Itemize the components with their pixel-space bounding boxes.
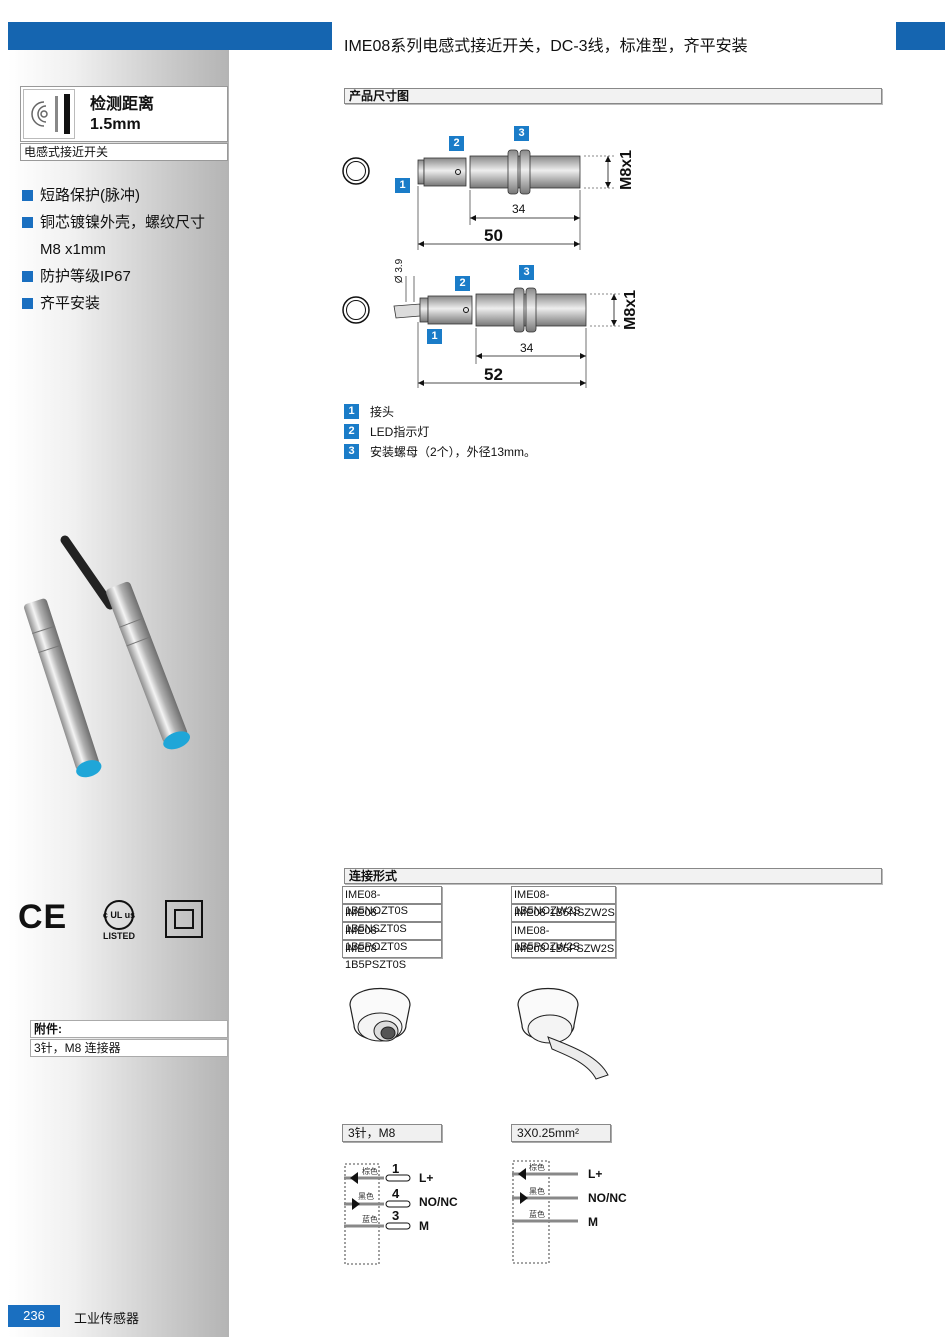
model-code: IME08-1B5NOZT0S [342, 886, 442, 917]
sidebar [8, 50, 229, 1337]
bullet-square-icon [22, 217, 33, 228]
bullet-square-icon [22, 298, 33, 309]
wire-color: 棕色 [529, 1163, 545, 1172]
m8-connector-illustration [349, 988, 411, 1042]
sensing-label: 检测距离 [90, 96, 155, 113]
inductive-sensor-icon [31, 94, 70, 134]
wire-color: 蓝色 [529, 1210, 545, 1219]
dim-34: 34 [520, 341, 534, 355]
model-code: IME08-1B5POZW2S [511, 922, 616, 953]
feature-item: 齐平安装 [22, 290, 205, 317]
page-number: 236 [8, 1305, 60, 1327]
footer-title: 工业传感器 [74, 1311, 140, 1326]
model-list-connector: IME08-1B5NOZT0S IME08-1B5NSZT0S IME08-1B… [342, 886, 442, 971]
ul-mark-text: c UL us [102, 910, 136, 920]
model-code: IME08-1B5PSZT0S [342, 940, 442, 971]
callout-1: 1 [395, 178, 410, 193]
front-view-icon [342, 296, 370, 324]
wiring-diagram-connector [344, 1163, 411, 1265]
feature-item: 防护等级IP67 [22, 263, 205, 290]
pin-number: 1 [392, 1161, 400, 1176]
dim-34: 34 [512, 202, 526, 216]
connection-header: 连接形式 [344, 868, 882, 884]
dimension-drawing-cable [393, 276, 620, 388]
bullet-square-icon [22, 190, 33, 201]
signal-label: NO/NC [419, 1195, 458, 1209]
thread-size: M8x1 [622, 289, 639, 330]
feature-item: 短路保护(脉冲) [22, 182, 205, 209]
front-view-icon [342, 157, 370, 185]
model-list-cable: IME08-1B5NOZW2S IME08-1B5NSZW2S IME08-1B… [511, 886, 616, 958]
signal-label: NO/NC [588, 1191, 627, 1205]
header-band-left [8, 22, 332, 50]
sensor-type: 电感式接近开关 [20, 143, 228, 161]
dimension-drawing-connector [417, 149, 614, 250]
feature-item: 铜芯镀镍外壳，螺纹尺寸 [22, 209, 205, 236]
wire-color: 黑色 [529, 1187, 545, 1196]
model-code: IME08-1B5PSZW2S [511, 940, 616, 958]
wiring-diagram-cable [512, 1160, 578, 1264]
accessory-heading: 附件: [30, 1020, 228, 1038]
accessory-value: 3针，M8 连接器 [30, 1039, 228, 1057]
callout-1: 1 [427, 329, 442, 344]
dimensions-header: 产品尺寸图 [344, 88, 882, 104]
ul-listed-icon [104, 900, 134, 930]
cable-diameter: Ø 3.9 [394, 258, 405, 284]
dim-total-length: 52 [484, 365, 503, 384]
model-code: IME08-1B5NSZW2S [511, 904, 616, 922]
product-photo [24, 535, 191, 778]
header-band-right [896, 22, 945, 50]
callout-3: 3 [514, 126, 529, 141]
bullet-square-icon [22, 271, 33, 282]
feature-list: 短路保护(脉冲) 铜芯镀镍外壳，螺纹尺寸 M8 x1mm 防护等级IP67 齐平… [22, 182, 205, 317]
signal-label: M [588, 1215, 598, 1229]
callout-2: 2 [455, 276, 470, 291]
wire-color: 蓝色 [362, 1215, 378, 1224]
signal-label: L+ [588, 1167, 603, 1181]
feature-item-continuation: M8 x1mm [40, 241, 106, 258]
sensing-icon-box [23, 89, 75, 139]
sensing-distance: 检测距离 1.5mm [90, 95, 154, 135]
thread-size: M8x1 [618, 149, 635, 190]
callout-3: 3 [519, 265, 534, 280]
double-insulation-icon [165, 900, 203, 938]
signal-label: L+ [419, 1171, 434, 1185]
model-code: IME08-1B5NOZW2S [511, 886, 616, 917]
connector-type-label: 3针，M8 [342, 1124, 442, 1142]
pin-number: 3 [392, 1208, 400, 1223]
wire-color: 黑色 [358, 1192, 374, 1201]
ul-listed-text: LISTED [102, 931, 135, 941]
pin-number: 4 [392, 1186, 400, 1201]
wire-color: 棕色 [362, 1167, 378, 1176]
page-title: IME08系列电感式接近开关，DC-3线，标准型，齐平安装 [344, 38, 748, 55]
ce-mark-icon: CE [18, 898, 68, 936]
dim-total-length: 50 [484, 226, 503, 245]
cable-connector-illustration [517, 988, 609, 1080]
callout-2: 2 [449, 136, 464, 151]
cable-type-label: 3X0.25mm² [511, 1124, 611, 1142]
sensing-value: 1.5mm [90, 116, 141, 133]
signal-label: M [419, 1219, 429, 1233]
